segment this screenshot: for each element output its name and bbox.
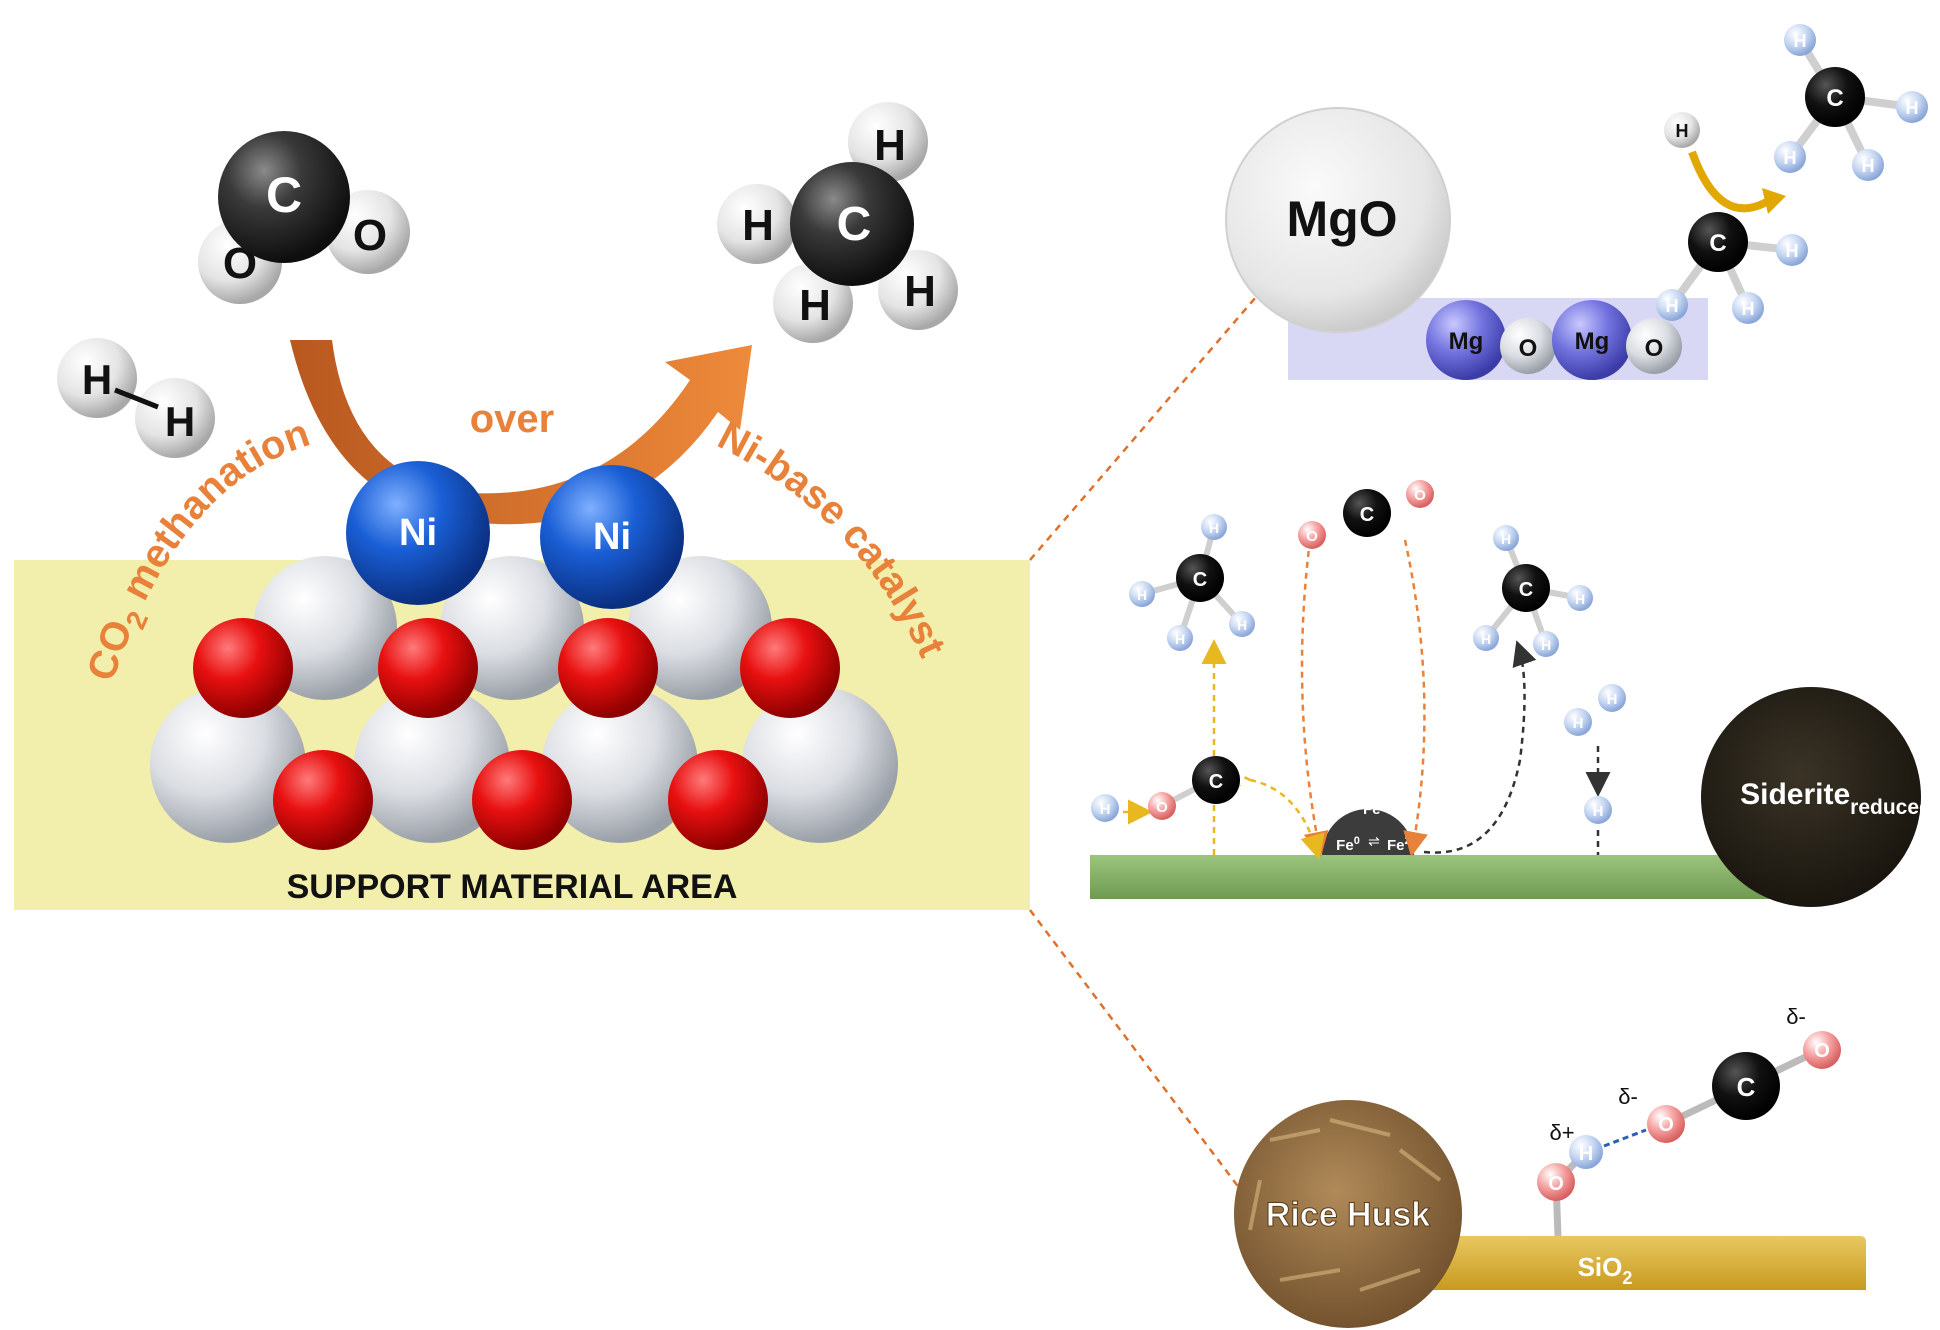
- mgo-title: MgO: [1286, 191, 1397, 247]
- svg-text:H: H: [1862, 156, 1875, 176]
- svg-text:H: H: [1742, 299, 1755, 319]
- svg-text:H: H: [1579, 1143, 1593, 1165]
- sio2-support-bar: [1380, 1236, 1866, 1290]
- svg-text:O: O: [1645, 335, 1664, 362]
- svg-text:H: H: [1906, 98, 1919, 118]
- svg-text:Mg: Mg: [1449, 328, 1484, 355]
- svg-text:H: H: [1666, 296, 1679, 316]
- svg-text:H: H: [1676, 121, 1689, 141]
- svg-text:H: H: [874, 121, 906, 170]
- svg-text:Ni: Ni: [399, 512, 437, 554]
- svg-text:O: O: [1414, 487, 1426, 504]
- rice-husk-texture: [1248, 1118, 1442, 1292]
- svg-text:H: H: [1786, 241, 1799, 261]
- svg-text:H: H: [1593, 803, 1604, 820]
- siderite-support-bar: [1090, 855, 1770, 899]
- svg-text:O: O: [1306, 528, 1318, 545]
- svg-text:C: C: [1826, 85, 1843, 112]
- svg-text:O: O: [353, 211, 387, 260]
- svg-text:Fe0: Fe0: [1336, 835, 1360, 854]
- ni-atom: Ni: [346, 461, 490, 605]
- svg-text:C: C: [1709, 230, 1726, 257]
- svg-text:C: C: [837, 198, 872, 251]
- svg-text:H: H: [1794, 31, 1807, 51]
- rice-husk-title: Rice Husk: [1266, 1196, 1430, 1234]
- siderite-title: Sideritereduced: [1740, 778, 1932, 819]
- svg-text:H: H: [1209, 520, 1219, 536]
- svg-text:H: H: [1481, 631, 1491, 647]
- svg-text:H: H: [1137, 587, 1147, 603]
- svg-text:O: O: [1519, 335, 1538, 362]
- over-label: over: [470, 397, 555, 441]
- svg-text:O: O: [1658, 1114, 1674, 1136]
- svg-text:H: H: [1237, 617, 1247, 633]
- svg-text:Ni: Ni: [593, 516, 631, 558]
- svg-text:H: H: [742, 201, 774, 250]
- svg-text:H: H: [1175, 631, 1185, 647]
- svg-text:Mg: Mg: [1575, 328, 1610, 355]
- delta-plus-label: δ+: [1549, 1120, 1574, 1145]
- svg-text:H: H: [904, 267, 936, 316]
- svg-text:C: C: [1360, 504, 1374, 526]
- svg-text:C: C: [1737, 1072, 1756, 1102]
- svg-text:Fe3+: Fe3+: [1363, 799, 1393, 818]
- svg-text:O: O: [1814, 1040, 1830, 1062]
- svg-text:H: H: [799, 281, 831, 330]
- svg-text:H: H: [1573, 715, 1584, 732]
- svg-text:H: H: [165, 398, 195, 445]
- sio2-label: SiO2: [1578, 1252, 1633, 1288]
- svg-text:⇌: ⇌: [1368, 833, 1380, 849]
- svg-text:C: C: [266, 167, 302, 223]
- mgo-panel: MgO Mg O Mg O H H H C H H H: [1225, 24, 1928, 380]
- svg-text:H: H: [1541, 637, 1551, 653]
- mgo-material-image: [1225, 107, 1451, 333]
- rice-husk-panel: SiO2 Rice Husk O H δ+ O O C δ- δ-: [1234, 1004, 1866, 1328]
- ni-atom: Ni: [540, 465, 684, 609]
- svg-text:C: C: [1193, 569, 1207, 591]
- siderite-material-image: [1701, 687, 1921, 907]
- h2-molecule: H H: [57, 338, 215, 458]
- svg-text:H: H: [1100, 801, 1111, 818]
- svg-text:H: H: [82, 356, 112, 403]
- delta-minus-label: δ-: [1786, 1004, 1806, 1029]
- svg-text:H: H: [1575, 591, 1585, 607]
- rice-husk-material-image: [1234, 1100, 1462, 1328]
- svg-text:O: O: [1548, 1173, 1564, 1195]
- svg-text:O: O: [1156, 799, 1168, 816]
- support-material-label: SUPPORT MATERIAL AREA: [287, 868, 738, 906]
- support-lattice: [150, 556, 898, 850]
- ch4-molecule: H H H H C: [717, 102, 958, 343]
- svg-text:C: C: [1519, 579, 1533, 601]
- svg-text:H: H: [1784, 148, 1797, 168]
- co2-molecule: O O C: [198, 131, 410, 304]
- siderite-panel: Sideritereduced Fe3+ Fe0 Fe2+ ⇌ O O C: [1090, 480, 1932, 907]
- delta-minus-label: δ-: [1618, 1084, 1638, 1109]
- svg-text:H: H: [1501, 531, 1511, 547]
- panel-connectors: [1029, 289, 1263, 1206]
- svg-text:C: C: [1209, 771, 1223, 793]
- svg-text:H: H: [1607, 691, 1618, 708]
